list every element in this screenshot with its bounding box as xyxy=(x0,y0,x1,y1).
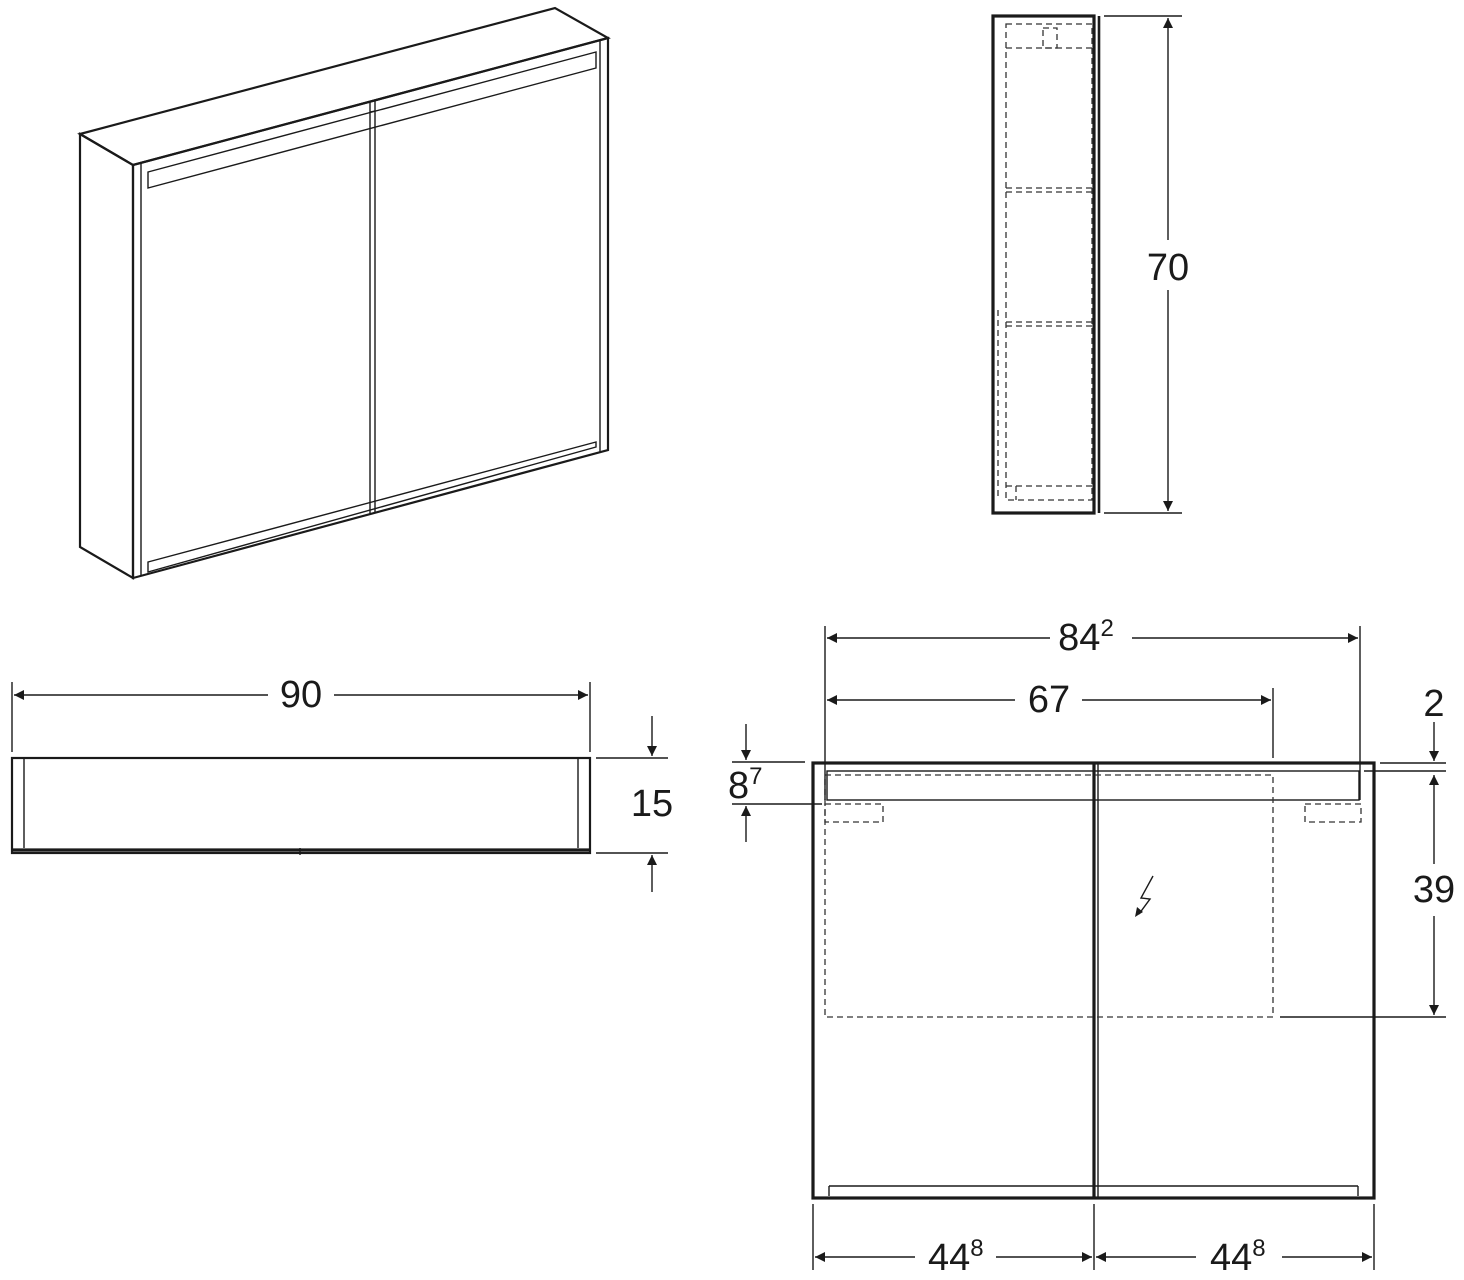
door-left-width-label: 448 xyxy=(928,1235,984,1279)
depth-label: 15 xyxy=(631,783,673,825)
perspective-view xyxy=(77,6,611,580)
overall-width-label: 90 xyxy=(280,674,322,716)
door-right-width-label: 448 xyxy=(1210,1235,1266,1279)
top-view xyxy=(10,682,668,892)
front-view xyxy=(732,626,1463,1270)
inner-width-label: 842 xyxy=(1058,615,1114,659)
socket-height-label: 39 xyxy=(1413,869,1455,911)
height-label: 70 xyxy=(1147,247,1189,289)
light-width-label: 67 xyxy=(1028,679,1070,721)
lightning-icon xyxy=(1135,875,1154,917)
top-offset-label: 2 xyxy=(1423,683,1444,725)
side-view xyxy=(991,14,1198,515)
light-height-label: 87 xyxy=(728,763,763,807)
